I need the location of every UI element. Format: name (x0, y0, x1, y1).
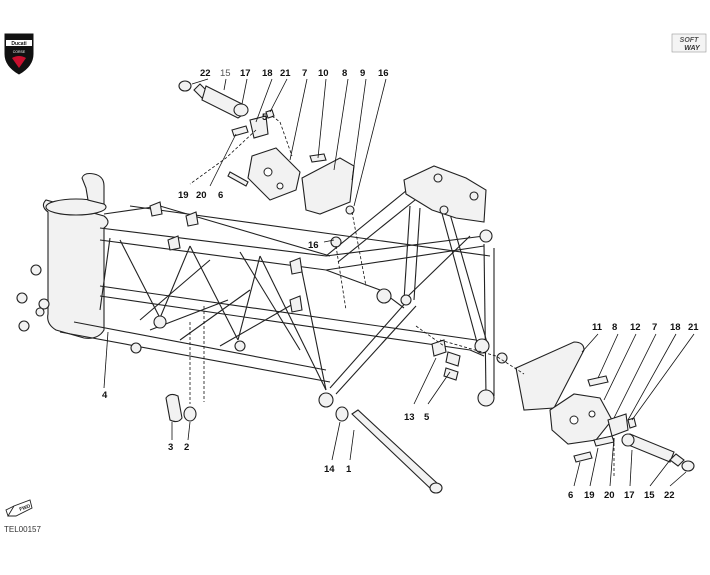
frame-trellis (16, 165, 508, 408)
callout-20-right: 20 (604, 490, 615, 501)
softway-badge: SOFT WAY (671, 33, 707, 53)
callout-8: 8 (342, 68, 347, 79)
ducati-logo: Ducati CORSE (4, 33, 34, 75)
callout-10: 10 (318, 68, 329, 79)
callout-14: 14 (324, 464, 335, 475)
callout-12: 12 (630, 322, 641, 333)
callout-6-right: 6 (568, 490, 573, 501)
callout-17: 17 (240, 68, 251, 79)
svg-text:SOFT: SOFT (680, 37, 699, 44)
callout-7-right: 7 (652, 322, 657, 333)
callout-17-right: 17 (624, 490, 635, 501)
fwd-arrow-icon: FWD (5, 499, 33, 517)
callout-19-right: 19 (584, 490, 595, 501)
callout-18: 18 (262, 68, 273, 79)
svg-text:CORSE: CORSE (13, 50, 26, 54)
callout-4: 4 (102, 390, 108, 401)
callout-16-top: 16 (378, 68, 389, 79)
leader-lines (103, 78, 695, 487)
callout-11: 11 (592, 322, 603, 333)
callout-5-top: 5 (262, 112, 268, 123)
callout-22-right: 22 (664, 490, 675, 501)
callout-9: 9 (360, 68, 365, 79)
callout-16-mid: 16 (308, 240, 319, 251)
callout-7: 7 (302, 68, 307, 79)
callout-8-right: 8 (612, 322, 617, 333)
callout-1: 1 (346, 464, 352, 475)
callout-15-right: 15 (644, 490, 655, 501)
svg-text:FWD: FWD (19, 503, 32, 513)
right-footpeg-assembly (431, 339, 695, 472)
callout-15: 15 (220, 68, 231, 79)
callout-labels: 22 15 17 18 21 7 10 8 9 16 5 19 20 6 16 … (102, 68, 699, 501)
callout-22: 22 (200, 68, 211, 79)
callout-13: 13 (404, 412, 415, 423)
callout-21: 21 (280, 68, 291, 79)
svg-text:WAY: WAY (684, 45, 701, 52)
left-footpeg-assembly (178, 80, 355, 248)
figure-code: TEL00157 (4, 525, 41, 534)
callout-19-top: 19 (178, 190, 189, 201)
callout-18-right: 18 (670, 322, 681, 333)
callout-20-top: 20 (196, 190, 207, 201)
callout-2: 2 (184, 442, 189, 453)
callout-21-right: 21 (688, 322, 699, 333)
callout-3: 3 (168, 442, 173, 453)
callout-5-right: 5 (424, 412, 430, 423)
lower-parts (165, 393, 443, 494)
callout-6-top: 6 (218, 190, 223, 201)
svg-text:Ducati: Ducati (11, 41, 27, 47)
